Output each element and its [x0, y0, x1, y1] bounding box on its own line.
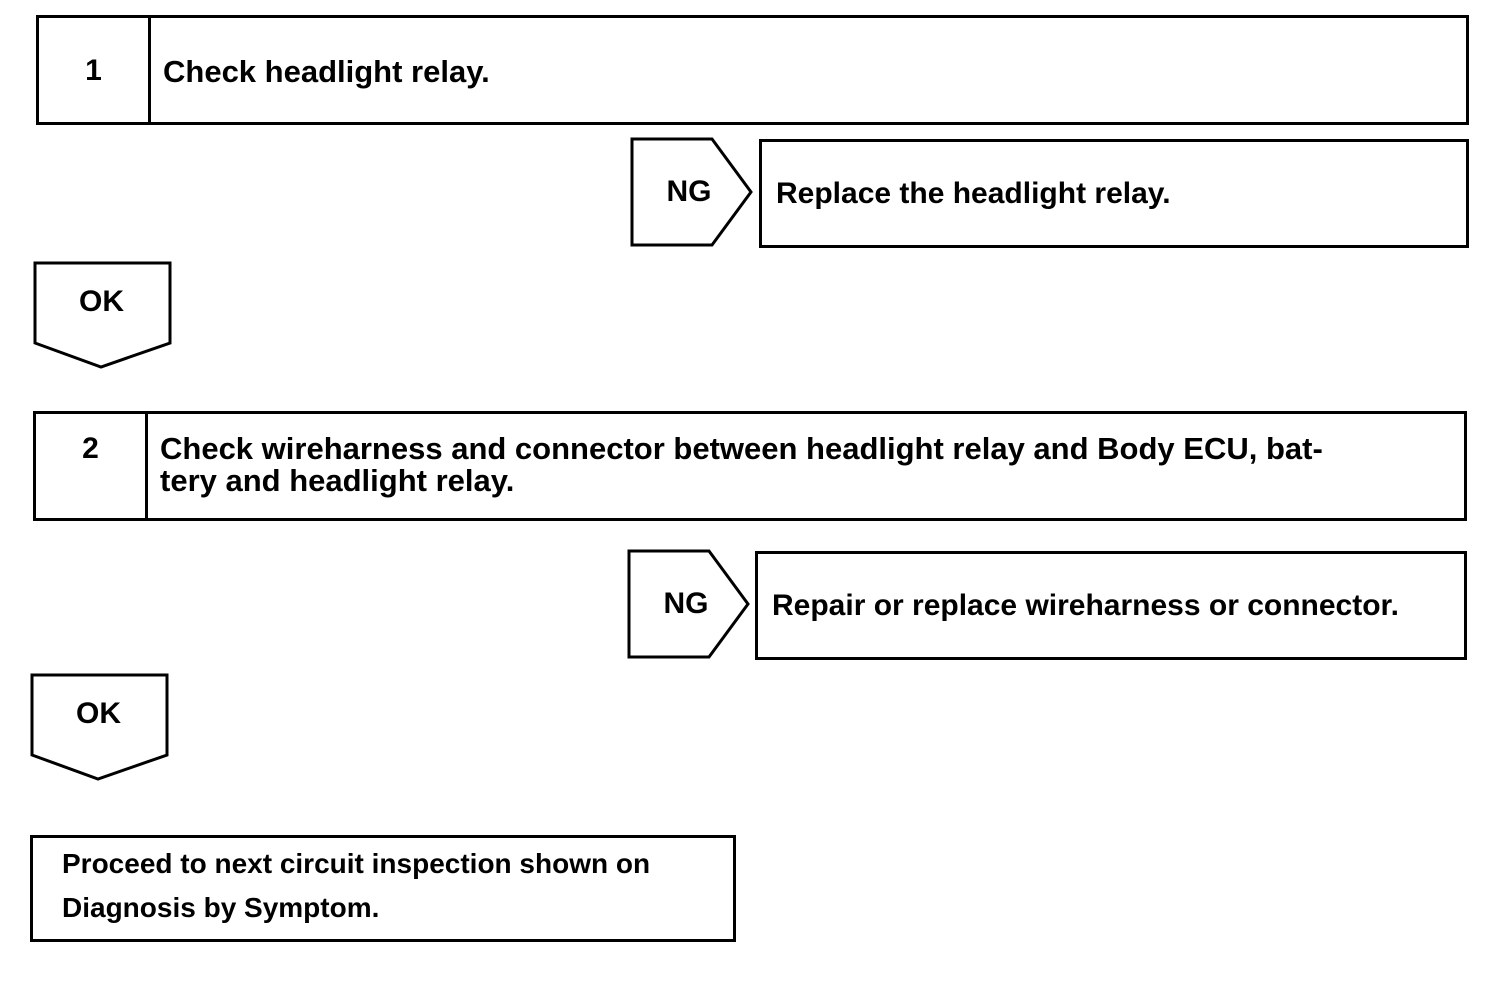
- step-1-number: 1: [39, 18, 151, 122]
- step-2-ng-action-box: Repair or replace wireharness or connect…: [755, 551, 1467, 660]
- step-2-text-line-1: Check wireharness and connector between …: [160, 431, 1323, 466]
- step-2-ng-action-text: Repair or replace wireharness or connect…: [772, 588, 1399, 622]
- step-2-ok-arrow: [30, 673, 169, 781]
- step-2-number: 2: [36, 414, 148, 518]
- step-1-ok-arrow: [33, 261, 172, 369]
- step-1-box: 1 Check headlight relay.: [36, 15, 1469, 125]
- step-2-box: 2 Check wireharness and connector betwee…: [33, 411, 1467, 521]
- step-1-ng-tag: [630, 137, 753, 247]
- step-1-text: Check headlight relay.: [163, 54, 490, 89]
- step-1-ng-label: NG: [666, 175, 712, 208]
- step-2-text-line-2: tery and headlight relay.: [160, 463, 515, 498]
- final-instruction-box: Proceed to next circuit inspection shown…: [30, 835, 736, 942]
- step-1-ok-label: OK: [79, 285, 124, 318]
- step-2-ng-tag: [627, 549, 750, 659]
- step-1-ng-action-box: Replace the headlight relay.: [759, 139, 1469, 248]
- step-2-ok-label: OK: [76, 697, 121, 730]
- step-2-ng-label: NG: [663, 587, 709, 620]
- final-instruction-line-2: Diagnosis by Symptom.: [62, 892, 380, 923]
- final-instruction-line-1: Proceed to next circuit inspection shown…: [62, 848, 651, 879]
- step-1-ng-action-text: Replace the headlight relay.: [776, 176, 1171, 210]
- step-2-text: Check wireharness and connector between …: [148, 414, 1464, 518]
